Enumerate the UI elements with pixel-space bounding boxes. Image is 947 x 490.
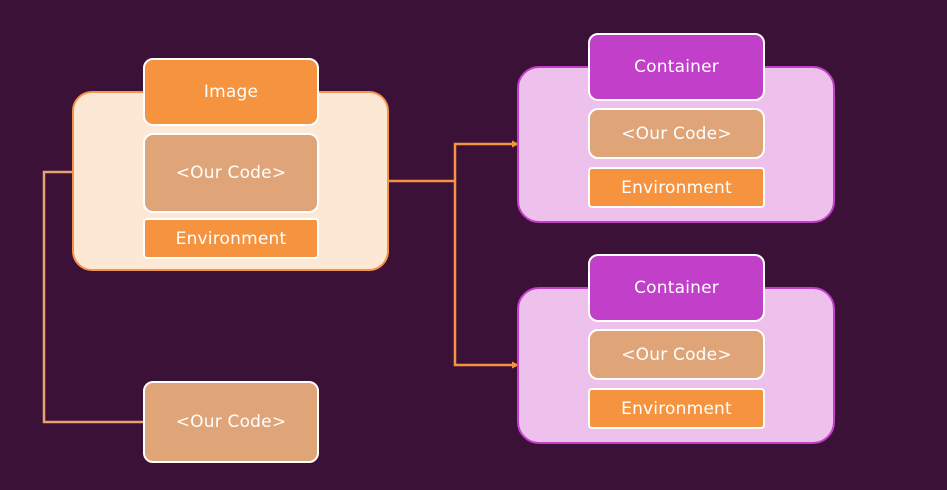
container-2-code-block: <Our Code> [588,329,765,380]
arrow-image-to-container-2 [453,181,519,369]
image-environment-block: Environment [143,218,319,259]
image-title: Image [143,58,319,126]
external-code-block: <Our Code> [143,381,319,463]
image-code-block: <Our Code> [143,133,319,213]
container-2-environment-block: Environment [588,388,765,429]
container-1-environment-block: Environment [588,167,765,208]
arrow-image-to-containers [388,140,519,183]
container-1-code-block: <Our Code> [588,108,765,159]
container-title-2: Container [588,254,765,322]
container-title-1: Container [588,33,765,101]
